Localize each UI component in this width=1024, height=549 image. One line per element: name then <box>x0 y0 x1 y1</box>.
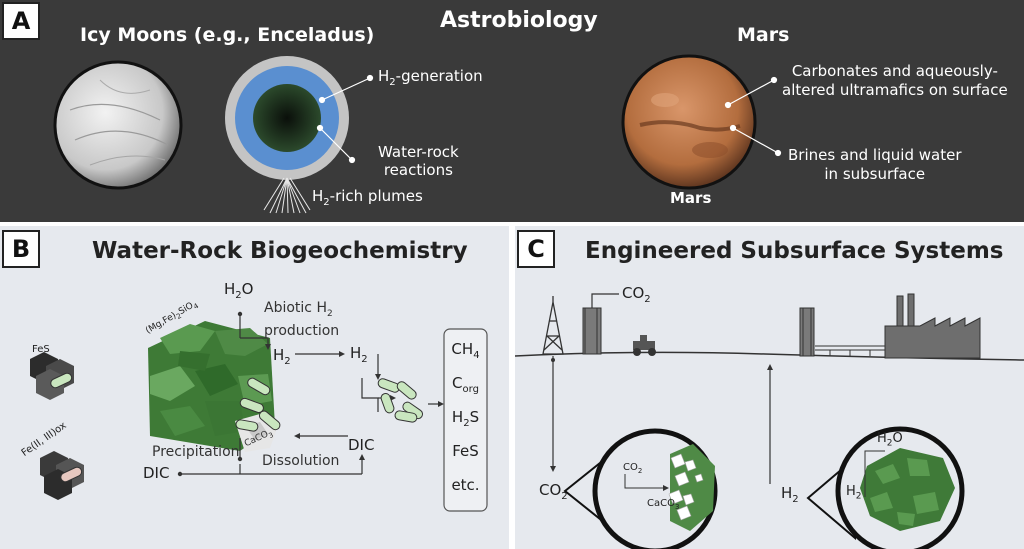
olivine-block <box>148 321 281 452</box>
caco3-inset-label: CaCO3 <box>647 498 680 511</box>
panel-engineered: C Engineered Subsurface Systems <box>515 226 1024 549</box>
panel-letter-b: B <box>2 230 40 268</box>
feox-mineral-icon <box>40 451 84 500</box>
h2-generation-label: H2-generation <box>378 67 483 88</box>
h2-magnifier <box>806 426 965 549</box>
mars-title: Mars <box>737 24 790 46</box>
panel-letter-a: A <box>2 2 40 40</box>
mars-leader-lines <box>724 76 782 157</box>
dissolution-label: Dissolution <box>262 453 340 469</box>
tractor-icon <box>633 335 656 356</box>
product-item: FeS <box>452 442 479 460</box>
product-item: etc. <box>451 476 480 494</box>
product-item: H2S <box>451 408 480 429</box>
h2-right-label: H2 <box>781 484 799 505</box>
plume-lines <box>263 177 311 214</box>
h2-label-right: H2 <box>350 344 368 365</box>
mars-image <box>621 54 757 190</box>
dic-label-right: DIC <box>348 436 375 454</box>
panel-c-graphics <box>515 293 1024 549</box>
products-box <box>443 328 488 512</box>
silo-right-icon <box>799 307 815 357</box>
co2-arrow-head <box>550 466 556 472</box>
pipeline <box>815 345 885 356</box>
microbe-cluster <box>377 378 424 423</box>
precipitation-label: Precipitation <box>152 444 240 460</box>
dic-label-left: DIC <box>143 464 170 482</box>
panel-a-graphics <box>53 54 782 214</box>
silo-icon <box>582 307 602 355</box>
co2-top-label: CO2 <box>622 284 651 305</box>
h2-inset-label: H2 <box>846 484 862 502</box>
co2-inset-label: CO2 <box>623 462 643 475</box>
moon-cross-section <box>225 56 349 180</box>
enceladus-image <box>53 60 183 190</box>
panel-astrobiology: A Astrobiology Icy Moons (e.g., Enceladu… <box>0 0 1024 222</box>
product-item: Corg <box>452 374 479 395</box>
co2-vent-line <box>591 293 619 308</box>
panel-b-title: Water-Rock Biogeochemistry <box>92 238 468 264</box>
icy-leader-lines <box>316 74 374 164</box>
panel-c-title: Engineered Subsurface Systems <box>585 238 1004 264</box>
panel-a-title: Astrobiology <box>440 8 598 33</box>
co2-left-label: CO2 <box>539 481 568 502</box>
product-item: CH4 <box>451 340 480 361</box>
co2-magnifier <box>563 428 718 549</box>
h2o-label: H2O <box>224 280 254 301</box>
co2-dot <box>551 358 555 362</box>
h2o-inset-label: H2O <box>877 431 903 449</box>
h2-arrow-head <box>767 364 773 370</box>
fes-mineral-icon <box>30 352 74 400</box>
panel-water-rock: B Water-Rock Biogeochemistry <box>0 226 512 549</box>
fes-label: FeS <box>32 344 50 355</box>
drill-rig-icon <box>542 296 564 355</box>
h2-label-left: H2 <box>273 346 291 367</box>
flow-arrows <box>180 314 440 475</box>
panel-letter-c: C <box>517 230 555 268</box>
factory-icon <box>884 293 981 359</box>
mars-caption: Mars <box>670 189 712 207</box>
h2-rich-plumes-label: H2-rich plumes <box>312 187 423 208</box>
panel-b-graphics <box>30 311 488 512</box>
carbonates-label: Carbonates and aqueously-altered ultrama… <box>782 62 1008 99</box>
icy-moons-title: Icy Moons (e.g., Enceladus) <box>80 24 375 46</box>
